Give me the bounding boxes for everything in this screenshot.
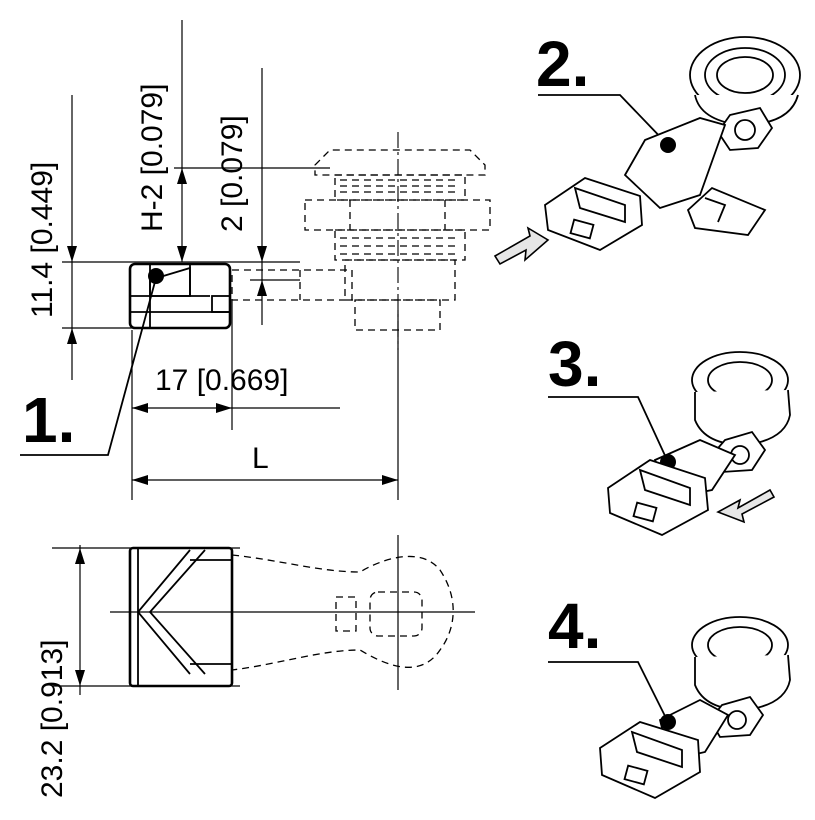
- step-2-cap-piece: [544, 177, 643, 251]
- step-3-leader: [548, 396, 669, 463]
- cam-cap-top-view: [110, 546, 475, 688]
- dimension-23-2-label: 23.2 [0.913]: [36, 640, 69, 798]
- dimension-2-label: 2 [0.079]: [216, 115, 249, 232]
- step-2-clip-piece: [686, 186, 767, 236]
- top-view-dimension: [52, 545, 240, 695]
- dimension-l-label: L: [252, 442, 269, 475]
- step-3-arrow-icon: [716, 488, 776, 524]
- step-3-label: 3.: [548, 328, 601, 400]
- step-4-marker-dot: [660, 714, 676, 730]
- step-4-cap-piece: [599, 721, 701, 800]
- step-1-label: 1.: [22, 384, 75, 456]
- dimension-17-label: 17 [0.669]: [155, 364, 288, 397]
- step-2-leader: [538, 94, 669, 146]
- step-1-leader: [20, 277, 157, 456]
- cam-arm-dashed: [231, 269, 353, 301]
- cap-marker-dot: [148, 268, 164, 284]
- dimension-lines-side-view: [62, 20, 399, 500]
- step-4-leader: [548, 661, 669, 723]
- step-4-label: 4.: [548, 590, 601, 662]
- dimension-11-4-label: 11.4 [0.449]: [26, 162, 59, 318]
- cam-arm-top-view-dashed: [231, 535, 454, 690]
- dimension-h-2-label: H-2 [0.079]: [136, 84, 169, 232]
- lock-body-side-view: [304, 132, 491, 350]
- step-3-cap-piece: [607, 459, 709, 536]
- step-2-label: 2.: [536, 28, 589, 100]
- step-2-marker-dot: [660, 137, 676, 153]
- step-2-lock-illustration: [623, 36, 801, 210]
- step-2-arrow-icon: [493, 226, 550, 266]
